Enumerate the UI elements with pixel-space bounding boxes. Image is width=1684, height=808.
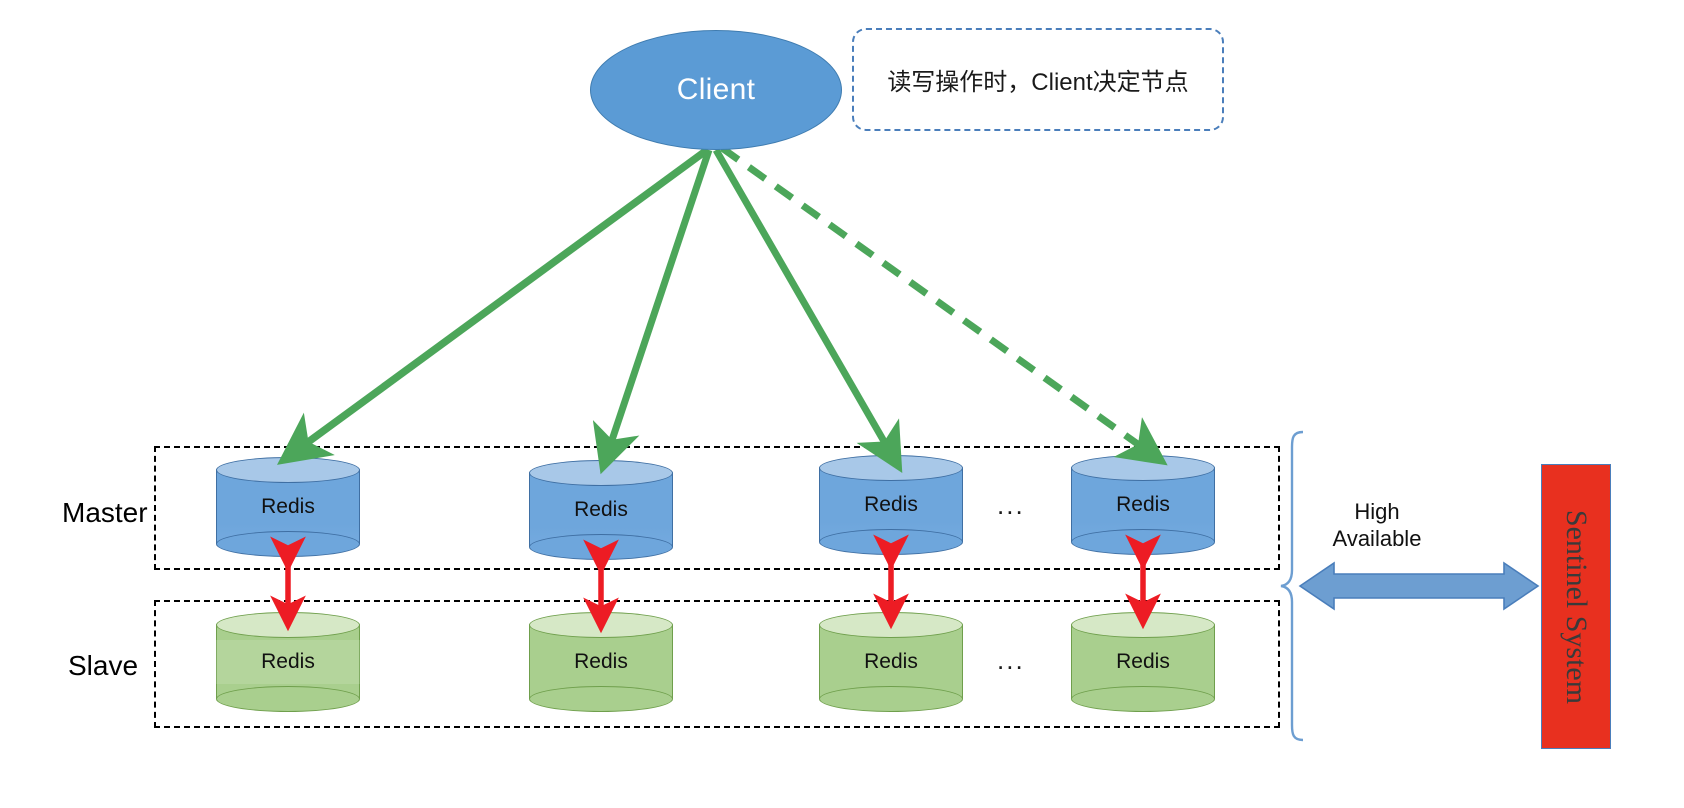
high-available-line-2: Available bbox=[1332, 526, 1422, 552]
slave-node-1[interactable]: Redis bbox=[216, 612, 360, 712]
cylinder-bottom-ellipse bbox=[819, 686, 963, 712]
cylinder-bottom-ellipse bbox=[529, 686, 673, 712]
client-note-text: 读写操作时，Client决定节点 bbox=[887, 69, 1189, 96]
cylinder-top-ellipse bbox=[819, 612, 963, 638]
sentinel-system-box[interactable]: Sentinel System bbox=[1541, 464, 1611, 749]
edge-client-to-master-1 bbox=[277, 146, 710, 465]
slave-row-label: Slave bbox=[68, 650, 139, 681]
high-available-arrow bbox=[1298, 561, 1540, 611]
master-node-2-label: Redis bbox=[574, 498, 628, 521]
high-available-line-1: High bbox=[1354, 499, 1400, 524]
slave-node-4-label: Redis bbox=[1116, 650, 1170, 673]
cylinder-bottom-ellipse bbox=[216, 686, 360, 712]
master-node-1-label: Redis bbox=[261, 495, 315, 518]
slave-row-ellipsis: ... bbox=[997, 645, 1025, 675]
slave-node-2[interactable]: Redis bbox=[529, 612, 673, 712]
slave-node-3[interactable]: Redis bbox=[819, 612, 963, 712]
cylinder-bottom-ellipse bbox=[216, 531, 360, 557]
slave-node-4[interactable]: Redis bbox=[1071, 612, 1215, 712]
slave-node-3-label: Redis bbox=[864, 650, 918, 673]
edge-client-to-master-3 bbox=[712, 148, 903, 474]
client-note-callout: 读写操作时，Client决定节点 bbox=[852, 28, 1224, 131]
master-slave-group-brace bbox=[1280, 430, 1304, 742]
cylinder-top-ellipse bbox=[529, 612, 673, 638]
edge-client-to-master-4-dashed bbox=[719, 145, 1168, 466]
master-row-label: Master bbox=[62, 497, 148, 528]
cylinder-top-ellipse bbox=[529, 460, 673, 486]
master-node-4[interactable]: Redis bbox=[1071, 455, 1215, 555]
cylinder-bottom-ellipse bbox=[1071, 529, 1215, 555]
master-row-ellipsis: ... bbox=[997, 490, 1025, 520]
master-node-3-label: Redis bbox=[864, 493, 918, 516]
slave-group-box bbox=[154, 600, 1280, 728]
cylinder-bottom-ellipse bbox=[819, 529, 963, 555]
cylinder-top-ellipse bbox=[1071, 455, 1215, 481]
master-node-2[interactable]: Redis bbox=[529, 460, 673, 560]
cylinder-top-ellipse bbox=[1071, 612, 1215, 638]
sentinel-system-label: Sentinel System bbox=[1560, 509, 1594, 704]
cylinder-top-ellipse bbox=[216, 612, 360, 638]
master-node-3[interactable]: Redis bbox=[819, 455, 963, 555]
cylinder-bottom-ellipse bbox=[529, 534, 673, 560]
master-node-4-label: Redis bbox=[1116, 493, 1170, 516]
slave-node-1-label: Redis bbox=[216, 640, 360, 684]
client-node-label: Client bbox=[676, 73, 756, 106]
high-available-label: High Available bbox=[1325, 498, 1429, 553]
master-node-1[interactable]: Redis bbox=[216, 457, 360, 557]
cylinder-bottom-ellipse bbox=[1071, 686, 1215, 712]
cylinder-top-ellipse bbox=[216, 457, 360, 483]
client-node[interactable]: Client bbox=[590, 30, 842, 150]
edge-client-to-master-2 bbox=[592, 148, 713, 475]
cylinder-top-ellipse bbox=[819, 455, 963, 481]
slave-node-2-label: Redis bbox=[574, 650, 628, 673]
